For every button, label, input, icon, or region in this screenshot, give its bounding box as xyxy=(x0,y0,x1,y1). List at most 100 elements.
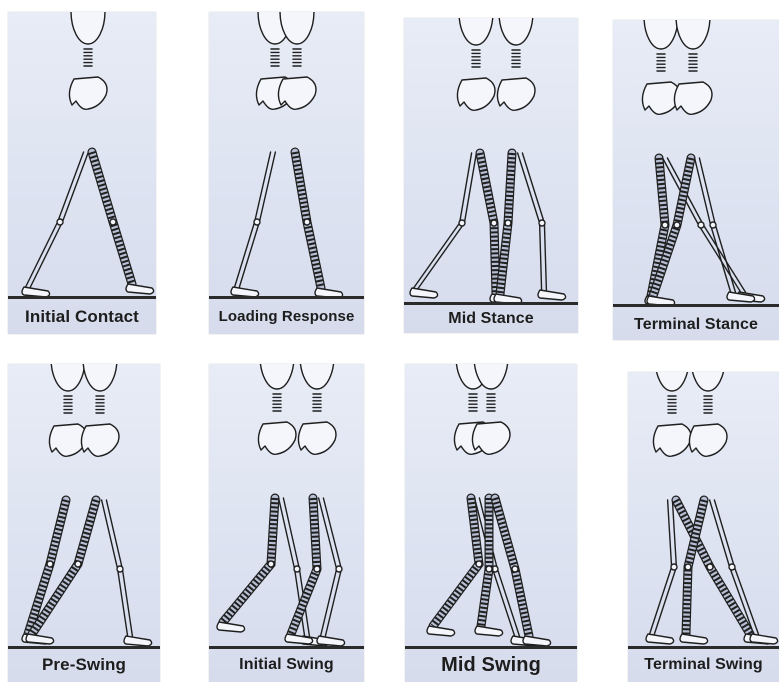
outline-limb-figure xyxy=(457,18,500,110)
knee-joint xyxy=(671,564,677,570)
pelvis xyxy=(258,422,296,454)
gait-figure-mid-stance xyxy=(404,18,578,333)
ground-line xyxy=(8,296,156,299)
knee-joint xyxy=(268,561,274,567)
pelvis xyxy=(298,422,336,454)
foot xyxy=(750,634,778,644)
gait-figure-pre-swing xyxy=(8,364,160,682)
foot xyxy=(126,284,154,294)
thorax xyxy=(300,364,334,389)
panel-loading-response: Loading Response xyxy=(209,12,364,334)
foot xyxy=(26,634,54,644)
pelvis xyxy=(497,78,535,110)
panel-initial-swing: Initial Swing xyxy=(209,364,364,682)
outline-limb-figure xyxy=(69,12,112,109)
foot xyxy=(680,634,708,644)
knee-joint xyxy=(75,561,81,567)
panel-mid-stance: Mid Stance xyxy=(404,18,578,333)
gait-figure-initial-swing xyxy=(209,364,364,682)
outline-leg xyxy=(102,500,128,636)
gait-figure-terminal-swing xyxy=(628,372,779,682)
foot xyxy=(427,626,455,636)
thorax xyxy=(691,372,725,391)
pelvis xyxy=(69,77,107,109)
pelvis xyxy=(81,424,119,456)
foot xyxy=(475,626,503,636)
thorax xyxy=(83,364,117,391)
foot xyxy=(285,634,313,644)
panel-mid-swing: Mid Swing xyxy=(405,364,577,682)
phase-label: Loading Response xyxy=(209,304,364,334)
knee-joint xyxy=(698,222,704,228)
knee-joint xyxy=(110,219,116,225)
panel-terminal-stance: Terminal Stance xyxy=(613,20,779,340)
hatched-limb-figure xyxy=(674,20,717,114)
outline-leg xyxy=(518,153,542,290)
knee-joint xyxy=(476,561,482,567)
knee-joint xyxy=(486,566,492,572)
foot xyxy=(217,622,245,632)
hatched-leg xyxy=(223,498,275,622)
thorax xyxy=(71,12,105,44)
knee-joint xyxy=(505,220,511,226)
foot xyxy=(538,290,566,300)
knee-joint xyxy=(254,219,260,225)
knee-joint xyxy=(314,566,320,572)
ground-line xyxy=(405,646,577,649)
ground-line xyxy=(8,646,160,649)
knee-joint xyxy=(459,220,465,226)
foot xyxy=(124,636,152,646)
thorax xyxy=(655,372,689,391)
knee-joint xyxy=(710,222,716,228)
phase-label: Mid Stance xyxy=(404,305,578,333)
gait-figure-loading-response xyxy=(209,12,364,334)
gait-figure-terminal-stance xyxy=(613,20,779,340)
knee-joint xyxy=(685,564,691,570)
knee-joint xyxy=(674,222,680,228)
panel-initial-contact: Initial Contact xyxy=(8,12,156,334)
phase-label: Terminal Stance xyxy=(613,310,779,340)
phase-label: Pre-Swing xyxy=(8,650,160,682)
ground-line xyxy=(613,304,779,307)
ground-line xyxy=(209,296,364,299)
panel-pre-swing: Pre-Swing xyxy=(8,364,160,682)
phase-label: Terminal Swing xyxy=(628,650,779,682)
ground-line xyxy=(628,646,779,649)
hatched-limb-figure xyxy=(472,364,515,454)
thorax xyxy=(280,12,314,44)
foot xyxy=(410,288,438,298)
pelvis xyxy=(653,424,691,456)
knee-joint xyxy=(707,564,713,570)
outline-leg xyxy=(26,152,84,287)
pelvis xyxy=(689,424,727,456)
hatched-limb-figure xyxy=(298,364,341,454)
knee-joint xyxy=(304,219,310,225)
knee-joint xyxy=(662,222,668,228)
phase-label: Mid Swing xyxy=(405,650,577,682)
thorax xyxy=(676,20,710,49)
thorax xyxy=(499,18,533,45)
phase-label: Initial Contact xyxy=(8,304,156,334)
phase-label: Initial Swing xyxy=(209,650,364,682)
knee-joint xyxy=(512,566,518,572)
pelvis xyxy=(457,78,495,110)
gait-figure-initial-contact xyxy=(8,12,156,334)
knee-joint xyxy=(294,566,300,572)
knee-joint xyxy=(729,564,735,570)
hatched-limb-figure xyxy=(81,364,124,456)
knee-joint xyxy=(336,566,342,572)
hatched-limb-figure xyxy=(278,12,321,109)
hatched-limb-figure xyxy=(497,18,540,110)
knee-joint xyxy=(491,220,497,226)
outline-leg xyxy=(235,152,271,287)
thorax xyxy=(51,364,85,391)
outline-limb-figure xyxy=(258,364,301,454)
panel-terminal-swing: Terminal Swing xyxy=(628,372,779,682)
thorax xyxy=(260,364,294,389)
ground-line xyxy=(209,646,364,649)
pelvis xyxy=(674,82,712,114)
thorax xyxy=(644,20,678,49)
knee-joint xyxy=(117,566,123,572)
gait-figure-mid-swing xyxy=(405,364,577,682)
knee-joint xyxy=(57,219,63,225)
